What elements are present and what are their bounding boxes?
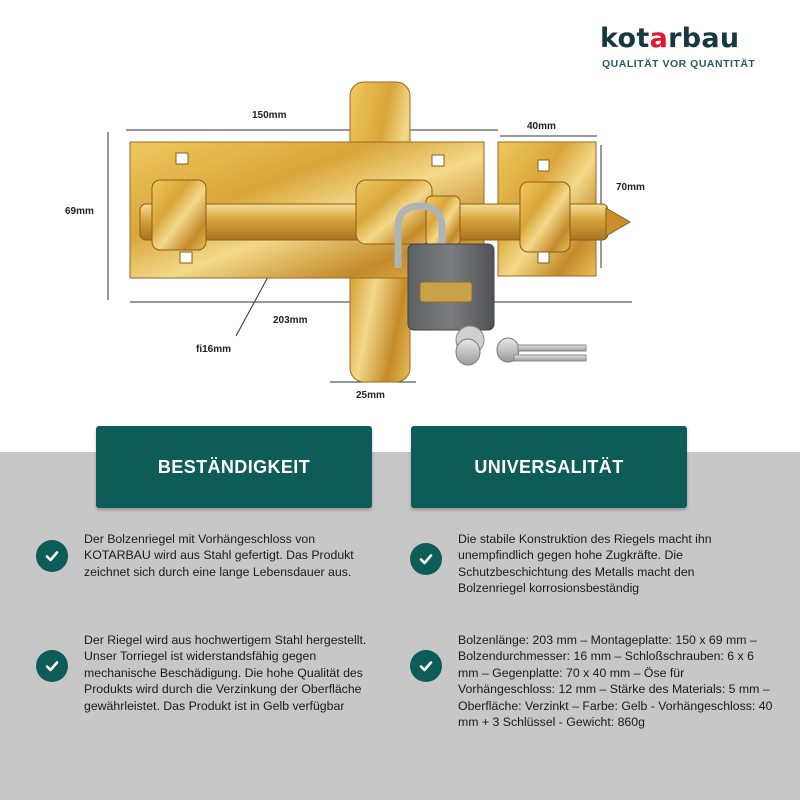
dim-label-40: 40mm [527,121,556,132]
feature-text: Der Bolzenriegel mit Vorhängeschloss von… [84,532,354,579]
dim-label-25: 25mm [356,390,385,401]
brand-logo: kotarbau QUALITÄT VOR QUANTITÄT [600,22,780,72]
section-title: UNIVERSALITÄT [474,456,624,477]
dim-label-70: 70mm [616,182,645,193]
section-title: BESTÄNDIGKEIT [157,456,311,477]
spec-text: Bolzenlänge: 203 mm – Montageplatte: 150… [458,633,773,730]
section-header-bestandigkeit: BESTÄNDIGKEIT [96,426,372,508]
section-header-universalitat: UNIVERSALITÄT [411,426,687,508]
dim-label-150: 150mm [252,110,287,121]
check-icon [36,650,68,682]
check-icon [36,540,68,572]
feature-text: Die stabile Konstruktion des Riegels mac… [458,532,712,596]
bolt-latch-illustration [107,81,632,383]
dim-label-69: 69mm [65,206,94,217]
check-icon [410,650,442,682]
product-drawing: 150mm 40mm 70mm 69mm 203mm fi16mm 25mm [65,81,645,401]
dim-label-diameter: fi16mm [196,344,232,355]
brand-tagline: QUALITÄT VOR QUANTITÄT [602,58,756,70]
dim-label-203: 203mm [273,315,308,326]
brand-name: kotarbau [600,23,740,54]
feature-text: Der Riegel wird aus hochwertigem Stahl h… [84,633,367,713]
info-area [0,452,800,800]
check-icon [410,543,442,575]
